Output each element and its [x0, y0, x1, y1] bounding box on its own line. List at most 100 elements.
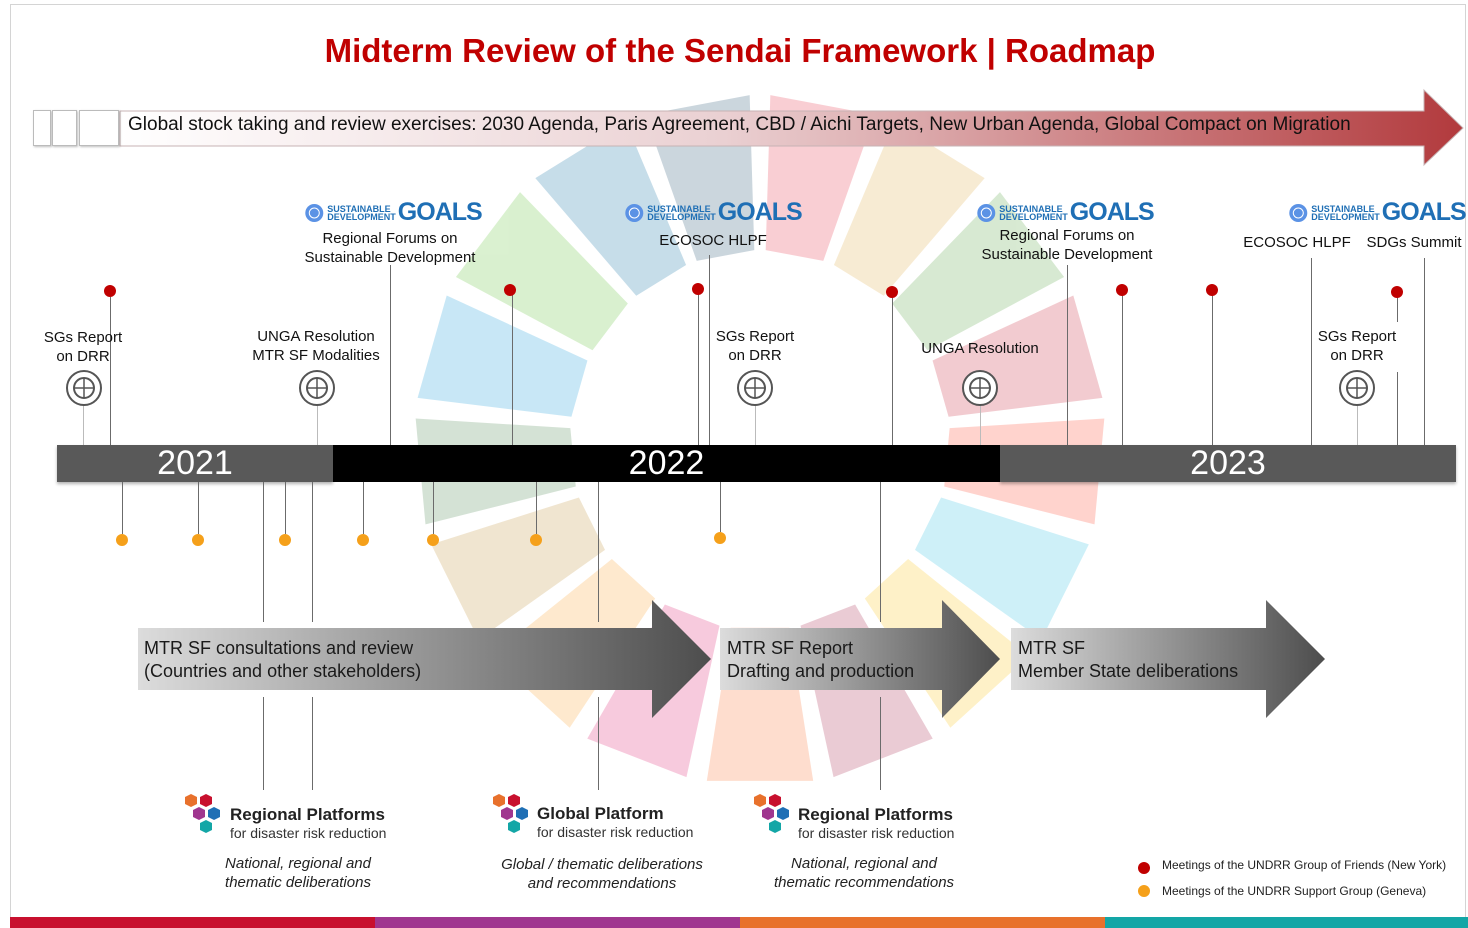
timeline-year-2022: 2022: [333, 444, 1000, 482]
phase-arrows: [138, 600, 1325, 718]
orange-meeting-marker: [279, 534, 291, 546]
timeline-year-2023: 2023: [1000, 444, 1456, 482]
connector-line: [720, 482, 721, 532]
connector-line: [512, 290, 513, 445]
connector-line: [880, 482, 881, 622]
phase-arrow-consultations: [138, 600, 711, 718]
red-meeting-marker: [1206, 284, 1218, 296]
red-meeting-marker: [104, 285, 116, 297]
orange-meeting-marker: [116, 534, 128, 546]
regional-platform-logo: Regional Platforms for disaster risk red…: [182, 792, 386, 841]
bottom-band-red: [10, 917, 375, 928]
connector-line: [263, 482, 264, 622]
global-stock-taking-label: Global stock taking and review exercises…: [128, 114, 1351, 135]
connector-line: [285, 482, 286, 534]
connector-line: [1424, 258, 1425, 445]
red-meeting-marker: [504, 284, 516, 296]
un-emblem-icon: [737, 370, 773, 406]
connector-line: [312, 697, 313, 790]
red-meeting-marker: [886, 286, 898, 298]
connector-line: [709, 255, 710, 445]
phase-consultations-label: MTR SF consultations and review(Countrie…: [144, 638, 422, 681]
connector-line: [1397, 372, 1398, 445]
un-emblem-icon: [299, 370, 335, 406]
sdg-wheel-segment: [833, 122, 985, 296]
ecosoc-hlpf-label: ECOSOC HLPF: [1243, 234, 1351, 251]
legend-red-label: Meetings of the UNDRR Group of Friends (…: [1162, 858, 1447, 872]
connector-line: [1067, 265, 1068, 445]
red-meeting-marker: [1116, 284, 1128, 296]
connector-line: [1122, 290, 1123, 445]
sdg-wheel-segment: [914, 497, 1089, 640]
global-stock-taking-arrow: [119, 88, 1464, 167]
connector-line: [198, 482, 199, 534]
un-emblem-icon: [962, 370, 998, 406]
sdgs-summit-label: SDGs Summit: [1366, 234, 1462, 251]
sdg-globe-icon: [1289, 203, 1308, 222]
orange-meeting-marker: [357, 534, 369, 546]
bottom-band-teal: [1105, 917, 1468, 928]
connector-line: [980, 405, 981, 445]
connector-line: [755, 405, 756, 445]
connector-line: [1212, 290, 1213, 445]
stack-box-3: [79, 110, 119, 146]
timeline-year-2021: 2021: [57, 444, 333, 482]
phase-arrow-report: [720, 600, 1000, 718]
global-platform-logo: Global Platform for disaster risk reduct…: [490, 792, 693, 840]
sdg-globe-icon: [977, 203, 996, 222]
sdg-wheel-segment: [892, 192, 1065, 351]
connector-line: [598, 697, 599, 790]
connector-line: [880, 697, 881, 790]
stack-box-2: [52, 110, 77, 146]
platform-hexagon-icon: [754, 794, 789, 833]
orange-meeting-marker: [714, 532, 726, 544]
sdg-wheel-segment: [455, 192, 628, 351]
orange-meeting-marker: [530, 534, 542, 546]
stack-box-1: [33, 110, 51, 146]
connector-line: [363, 482, 364, 534]
sdg-wheel-segment: [535, 122, 687, 296]
connector-line: [83, 405, 84, 445]
un-emblem-icon: [66, 370, 102, 406]
sdg-wheel-segment: [417, 295, 588, 417]
sdg-wheel-segment: [431, 497, 606, 640]
legend-orange-label: Meetings of the UNDRR Support Group (Gen…: [1162, 884, 1427, 898]
connector-line: [1357, 405, 1358, 445]
red-meeting-marker: [1391, 286, 1403, 298]
red-meeting-marker: [692, 283, 704, 295]
connector-line: [390, 265, 391, 445]
connector-line: [317, 405, 318, 445]
regional-platform-logo: Regional Platforms for disaster risk red…: [751, 792, 954, 841]
ecosoc-hlpf-label: ECOSOC HLPF: [659, 232, 767, 249]
bottom-band-purple: [375, 917, 740, 928]
connector-line: [110, 297, 111, 445]
page-title: Midterm Review of the Sendai Framework |…: [324, 32, 1156, 69]
orange-meeting-marker: [192, 534, 204, 546]
legend-orange-marker: [1138, 885, 1150, 897]
phase-arrow-deliberations: [1011, 600, 1325, 718]
connector-line: [1311, 258, 1312, 445]
connector-line: [263, 697, 264, 790]
legend-red-marker: [1138, 862, 1150, 874]
connector-line: [536, 482, 537, 534]
sdg-globe-icon: [625, 203, 644, 222]
unga-resolution-label: UNGA Resolution: [921, 340, 1039, 357]
connector-line: [122, 482, 123, 534]
connector-line: [1397, 292, 1398, 322]
bottom-band-orange: [740, 917, 1105, 928]
connector-line: [698, 290, 699, 445]
